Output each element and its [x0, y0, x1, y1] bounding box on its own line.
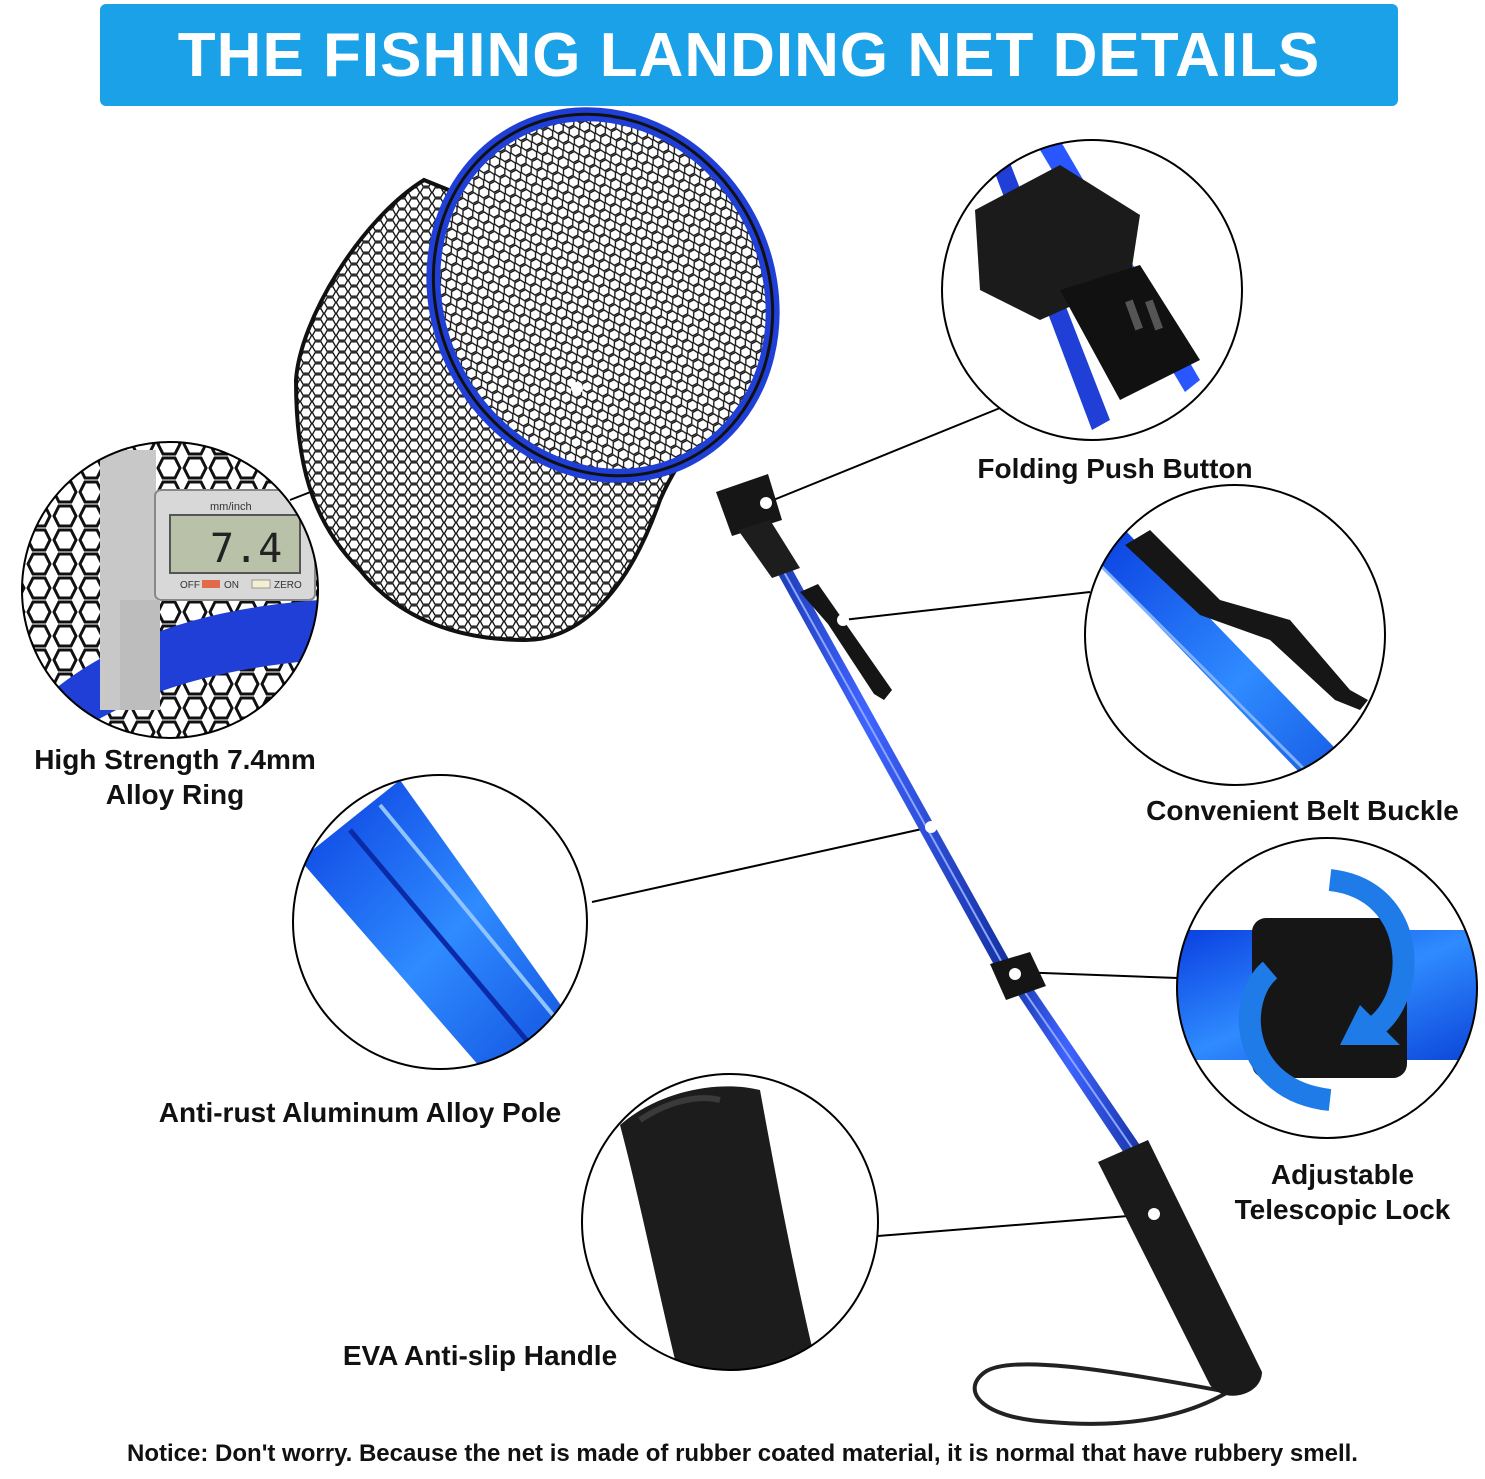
svg-text:ON: ON	[224, 580, 239, 591]
svg-text:ZERO: ZERO	[274, 580, 302, 591]
label-push-button: Folding Push Button	[977, 453, 1253, 484]
leader-line-alloy-pole	[591, 826, 932, 903]
leader-line-belt-buckle	[842, 591, 1091, 621]
label-alloy-ring: High Strength 7.4mm Alloy Ring	[20, 742, 330, 812]
label-telescopic-lock: Adjustable Telescopic Lock	[1215, 1157, 1470, 1227]
label-belt-buckle: Convenient Belt Buckle	[1146, 795, 1459, 826]
svg-text:OFF: OFF	[180, 580, 200, 591]
label-alloy-ring-line1: High Strength 7.4mm	[34, 744, 316, 775]
wrist-lanyard	[972, 1362, 1230, 1426]
eva-handle	[1098, 1140, 1262, 1396]
page-title: THE FISHING LANDING NET DETAILS	[177, 20, 1321, 90]
net-basket	[293, 107, 1160, 1220]
belt-buckle-clip	[800, 584, 892, 700]
detail-circle-alloy-pole	[292, 774, 588, 1070]
telescopic-lock-collar	[990, 952, 1046, 1000]
leader-line-handle	[877, 1213, 1155, 1237]
detail-circle-alloy-ring: 7.4 mm/inch OFF ON ZERO	[21, 441, 319, 739]
telescopic-pole	[748, 515, 1150, 1168]
detail-circle-belt-buckle	[1084, 484, 1386, 786]
label-telescopic-lock-line1: Adjustable	[1270, 1159, 1415, 1190]
leader-line-telescopic-lock	[1014, 971, 1179, 979]
detail-circle-push-button	[941, 139, 1243, 441]
svg-text:mm/inch: mm/inch	[210, 501, 252, 513]
label-alloy-pole: Anti-rust Aluminum Alloy Pole	[158, 1097, 562, 1128]
folding-push-joint	[716, 474, 800, 578]
detail-circle-telescopic-lock	[1176, 837, 1478, 1139]
notice-text: Notice: Don't worry. Because the net is …	[127, 1440, 1358, 1467]
detail-circle-handle	[581, 1073, 879, 1371]
label-telescopic-lock-line2: Telescopic Lock	[1234, 1194, 1451, 1225]
label-alloy-ring-line2: Alloy Ring	[105, 779, 245, 810]
caliper-reading: 7.4	[210, 526, 282, 572]
label-handle: EVA Anti-slip Handle	[342, 1340, 618, 1371]
title-banner: THE FISHING LANDING NET DETAILS	[100, 4, 1398, 106]
leader-line-push-button	[765, 407, 1001, 504]
